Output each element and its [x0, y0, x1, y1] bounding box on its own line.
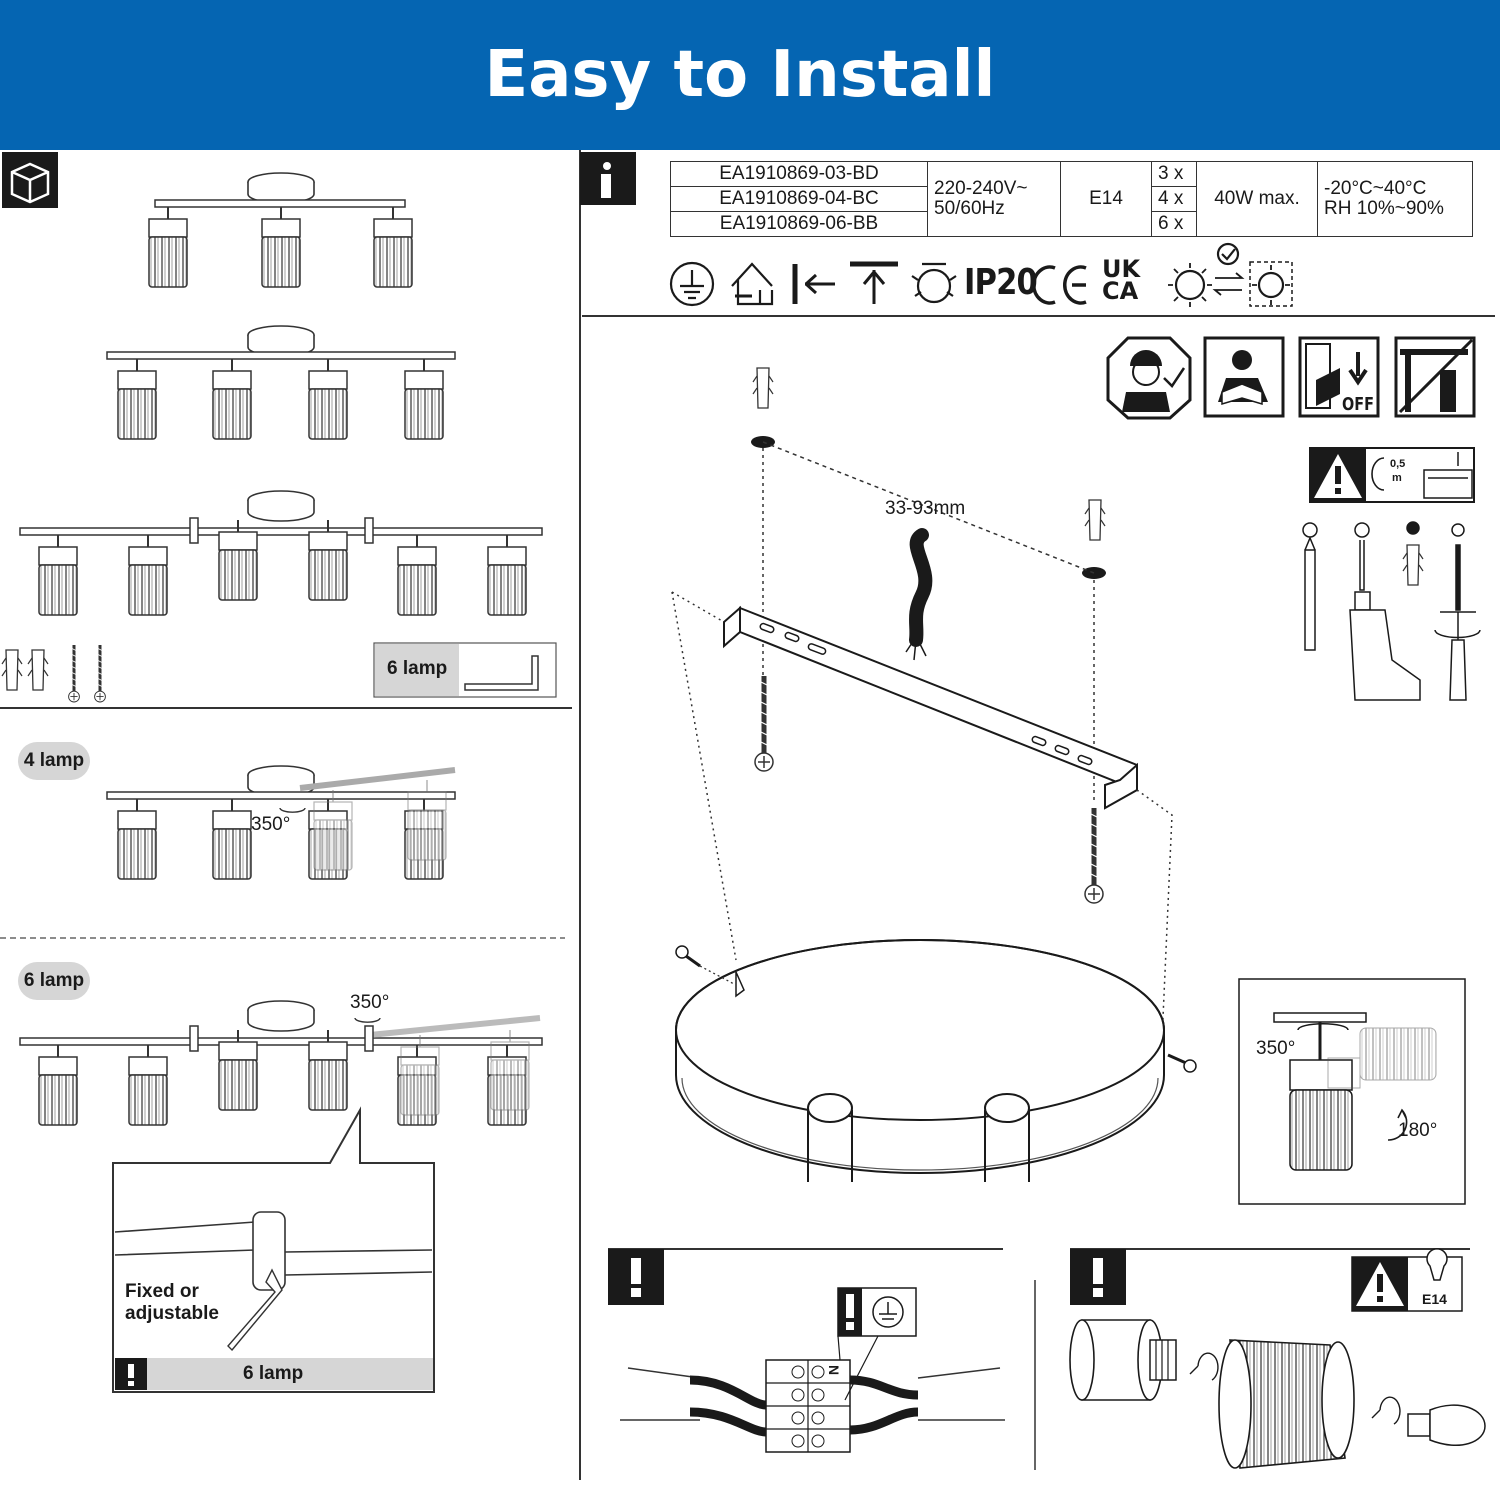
count-cell: 4 x: [1151, 186, 1197, 212]
electrician-icon: [1106, 336, 1192, 420]
environment-cell: -20°C~40°C RH 10%~90%: [1317, 161, 1473, 237]
swap-icon: [1212, 242, 1245, 296]
fixture-4-lamp: [106, 325, 456, 440]
ukca-line1: UK: [1102, 255, 1141, 283]
bulb-socket-label: E14: [1422, 1291, 1447, 1307]
header-banner: Easy to Install: [0, 0, 1500, 150]
pencil-icon: [1302, 522, 1318, 651]
terminal-label: N: [826, 1364, 843, 1376]
drill-icon: [1349, 522, 1421, 701]
spacing-label: 33-93mm: [885, 498, 966, 519]
mounting-diagram: [671, 367, 1197, 1182]
hex-key-icon: [227, 1268, 283, 1352]
ce-mark-icon: [1031, 265, 1087, 305]
indoor-icon: [731, 262, 774, 306]
warning-icon-right: [1070, 1249, 1126, 1305]
voltage-cell: 220-240V~ 50/60Hz: [927, 161, 1061, 237]
spec-table: EA1910869-03-BD 220-240V~ 50/60Hz E14 3 …: [670, 161, 1473, 237]
side-screw-left: [675, 945, 735, 985]
humidity-range: RH 10%~90%: [1324, 198, 1444, 219]
tilt-label: 180°: [1398, 1120, 1438, 1141]
wiring-diagram: [620, 1287, 1005, 1453]
count-cell: 6 x: [1151, 211, 1197, 237]
wattage-cell: 40W max.: [1196, 161, 1318, 237]
tools: [1302, 521, 1481, 701]
distance-icon: [792, 264, 835, 304]
section-label-4-lamp: 4 lamp: [18, 742, 90, 780]
model-number: EA1910869-03-BD: [670, 161, 928, 187]
ip-rating: IP20: [964, 262, 1038, 303]
temperature-range: -20°C~40°C: [1324, 178, 1427, 199]
side-screw-right: [1167, 1053, 1197, 1073]
sun-outline-icon: [1249, 261, 1293, 307]
fixture-6-lamp: [19, 490, 543, 616]
rotation-label: 350°: [1256, 1038, 1296, 1059]
section-label-6-lamp: 6 lamp: [18, 962, 90, 1000]
rotation-label-4: 350°: [251, 814, 291, 835]
fixture-4-lamp-rotation: [106, 765, 456, 880]
fixture-6-lamp-rotation: [19, 1000, 543, 1126]
power-off-icon: [1298, 336, 1380, 418]
info-icon: [580, 152, 636, 205]
ukca-mark: UK CA: [1102, 255, 1141, 305]
screwdriver-icon: [1434, 523, 1481, 701]
sun-icon: [1168, 263, 1212, 307]
read-manual-icon: [1203, 336, 1285, 418]
voltage-line2: 50/60Hz: [934, 198, 1005, 219]
earth-icon: [669, 261, 715, 307]
distance-warning: [1309, 447, 1475, 503]
model-number: EA1910869-06-BB: [670, 211, 928, 237]
warning-icon-left: [608, 1249, 664, 1305]
detail-text-line1: Fixed or: [125, 1281, 199, 1302]
dowel-icon: [1402, 521, 1424, 586]
dowels-and-screws: [1, 643, 107, 704]
off-label: OFF: [1342, 394, 1374, 415]
distance-label: 0,5: [1390, 458, 1406, 470]
bulb-assembly: [1069, 1248, 1486, 1469]
count-cell: 3 x: [1151, 161, 1197, 187]
model-number: EA1910869-04-BC: [670, 186, 928, 212]
ceiling-mount-icon: [850, 261, 898, 304]
page-title: Easy to Install: [484, 38, 996, 112]
detail-footer: 6 lamp: [243, 1363, 304, 1384]
certification-icons: [669, 242, 1293, 307]
ukca-line2: CA: [1102, 277, 1139, 305]
rotation-label-6: 350°: [350, 992, 390, 1013]
kit-label: 6 lamp: [387, 658, 448, 679]
bulb-rating-icon: [911, 262, 957, 304]
detail-text-line2: adjustable: [125, 1303, 219, 1324]
box-icon: [2, 152, 58, 208]
no-drill-wires-icon: [1394, 336, 1476, 418]
rotation-detail: [1238, 978, 1466, 1205]
joint-detail: [112, 1106, 435, 1393]
fixture-3-lamp: [148, 172, 413, 288]
voltage-line1: 220-240V~: [934, 178, 1028, 199]
hex-key-icon: [464, 655, 539, 691]
socket-cell: E14: [1060, 161, 1152, 237]
distance-unit: m: [1392, 472, 1402, 484]
